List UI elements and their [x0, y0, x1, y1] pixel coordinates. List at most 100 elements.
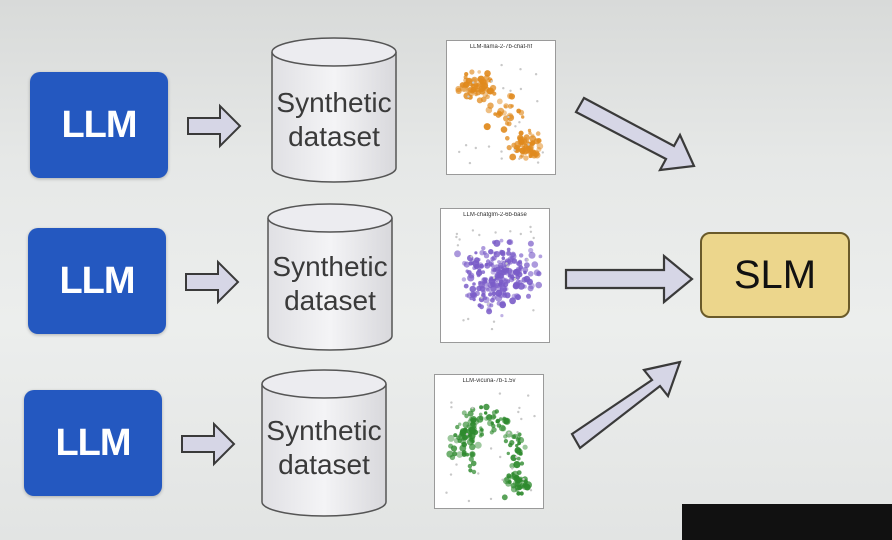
scatter-point	[470, 255, 473, 258]
scatter-point	[478, 412, 483, 417]
scatter-point	[518, 121, 521, 124]
scatter-point	[474, 251, 478, 255]
scatter-point	[481, 246, 486, 251]
scatter-point	[516, 456, 521, 461]
scatter-dots-1	[455, 63, 544, 165]
scatter-point	[449, 473, 453, 476]
arrow-plot-to-slm-2	[564, 253, 694, 305]
scatter-point	[509, 153, 517, 161]
scatter-point	[511, 472, 515, 476]
scatter-point	[500, 157, 503, 160]
scatter-point	[479, 88, 486, 95]
scatter-point	[487, 102, 494, 109]
scatter-point	[518, 130, 524, 136]
scatter-point	[490, 256, 495, 262]
dataset-label-line: dataset	[284, 285, 376, 316]
scatter-point	[455, 235, 458, 239]
scatter-plot-2: LLM-chatglm-2-6b-base	[440, 208, 550, 343]
scatter-point	[479, 304, 484, 310]
dataset-label-line: dataset	[278, 449, 370, 480]
scatter-point	[494, 231, 497, 234]
scatter-point	[519, 87, 523, 91]
dataset-cylinder-2	[267, 203, 393, 351]
scatter-point	[500, 425, 507, 432]
screen-edge	[682, 504, 892, 540]
scatter-point	[515, 455, 518, 459]
scatter-point	[507, 475, 511, 479]
scatter-point	[519, 147, 526, 154]
scatter-point	[449, 454, 456, 461]
scatter-point	[472, 282, 476, 286]
scatter-point	[467, 410, 474, 417]
scatter-point	[473, 82, 481, 90]
scatter-point	[455, 463, 458, 466]
arrow-llm-to-dataset-2	[185, 259, 240, 305]
dataset-label-line: Synthetic	[276, 87, 392, 118]
scatter-point	[453, 437, 460, 444]
dataset-label-line: Synthetic	[266, 415, 382, 446]
scatter-point	[506, 473, 512, 479]
scatter-point	[523, 270, 527, 275]
scatter-point	[477, 70, 481, 74]
scatter-point	[481, 82, 488, 90]
scatter-point	[514, 125, 517, 128]
scatter-point	[529, 230, 533, 233]
scatter-point	[533, 151, 541, 159]
scatter-point	[484, 411, 488, 415]
scatter-point	[496, 423, 502, 428]
scatter-point	[496, 272, 501, 277]
scatter-point	[481, 270, 486, 274]
scatter-point	[533, 414, 536, 418]
scatter-point	[501, 494, 508, 501]
scatter-point	[497, 107, 505, 115]
scatter-point	[480, 428, 484, 432]
scatter-point	[503, 103, 509, 109]
scatter-point	[485, 284, 490, 290]
scatter-point	[516, 470, 522, 475]
scatter-point	[524, 262, 530, 268]
scatter-point	[529, 225, 532, 229]
slm-label: SLM	[733, 252, 817, 297]
scatter-point	[472, 297, 476, 302]
scatter-point	[525, 139, 530, 143]
scatter-point	[521, 276, 528, 283]
plot-title: LLM-vicuna-7b-1.5v	[462, 378, 516, 384]
scatter-point	[459, 432, 464, 437]
arrow-llm-to-dataset-1	[187, 103, 242, 149]
scatter-point	[461, 441, 467, 448]
scatter-point	[524, 483, 531, 491]
scatter-point	[523, 479, 528, 484]
scatter-point	[495, 419, 500, 424]
scatter-point	[506, 145, 512, 151]
scatter-point	[500, 260, 504, 264]
scatter-point	[515, 443, 519, 448]
scatter-point	[532, 309, 535, 312]
scatter-point	[468, 456, 474, 462]
scatter-point	[487, 302, 490, 305]
scatter-point	[499, 285, 507, 293]
scatter-point	[519, 253, 524, 258]
scatter-point	[506, 247, 511, 252]
scatter-point	[515, 488, 519, 492]
scatter-point	[476, 285, 482, 292]
scatter-point	[484, 262, 489, 267]
scatter-point	[468, 272, 475, 279]
scatter-point	[490, 80, 493, 83]
plot-title: LLM-llama-2-7b-chat-hf	[469, 44, 533, 50]
scatter-point	[519, 232, 522, 236]
arrow-plot-to-slm-3	[570, 360, 682, 450]
scatter-point	[474, 257, 480, 263]
scatter-point	[528, 131, 532, 135]
scatter-point	[479, 405, 484, 410]
scatter-point	[506, 265, 509, 268]
scatter-point	[516, 491, 521, 496]
llm-label: LLM	[61, 103, 137, 146]
scatter-point	[522, 444, 528, 450]
scatter-point	[490, 327, 494, 331]
scatter-point	[530, 133, 535, 138]
scatter-point	[516, 436, 521, 441]
scatter-point	[496, 98, 503, 105]
scatter-point	[506, 451, 510, 456]
scatter-point	[502, 417, 509, 424]
